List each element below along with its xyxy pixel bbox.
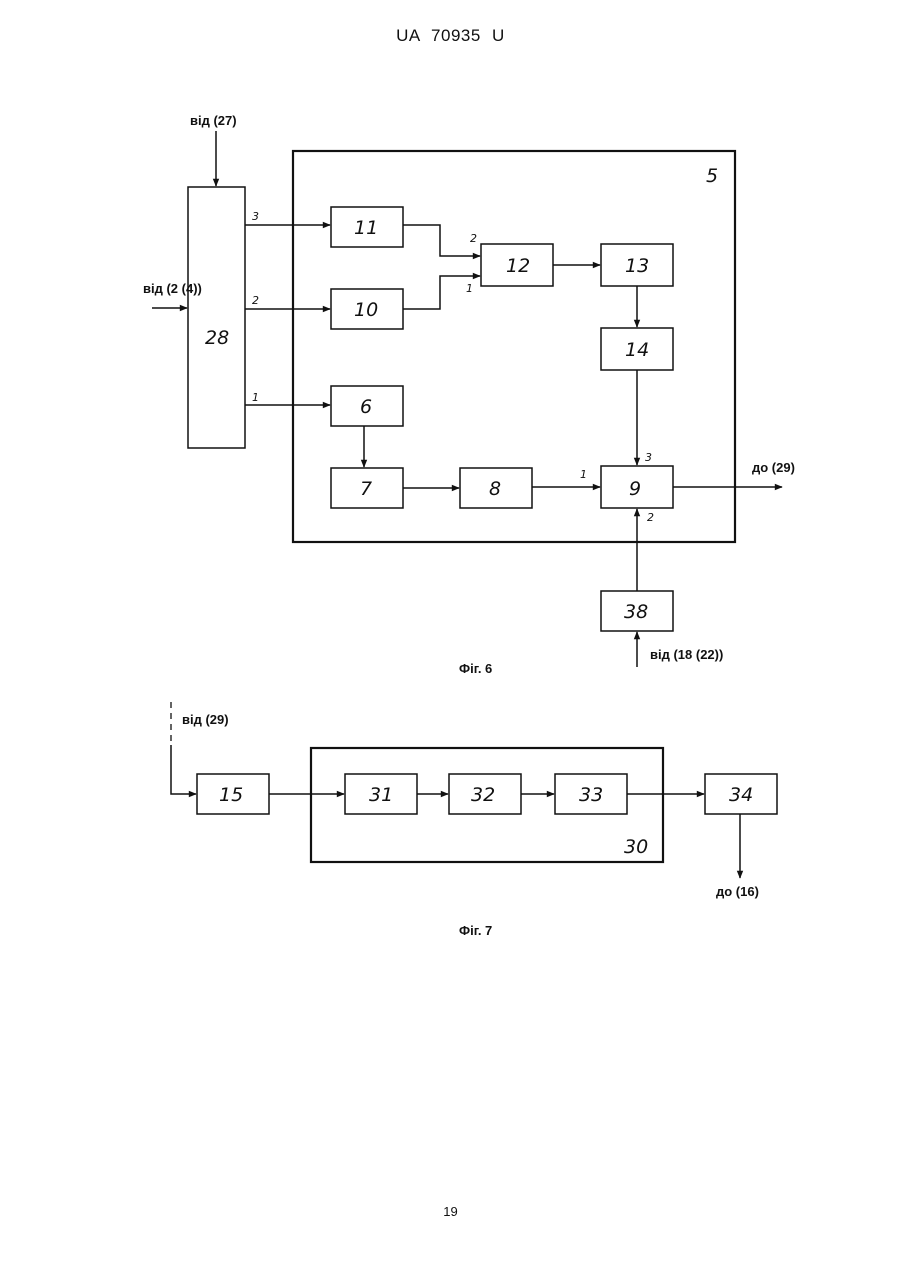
signal-to-29: до (29) <box>752 460 795 475</box>
block-31-label: 31 <box>369 784 393 806</box>
signal-from-2-4: від (2 (4)) <box>143 281 202 296</box>
port-12-1: 1 <box>466 282 473 295</box>
signal-from-18-22: від (18 (22)) <box>650 647 723 662</box>
block-6-label: 6 <box>360 396 372 418</box>
block-11-label: 11 <box>354 217 378 239</box>
figure-7-caption: Фіг. 7 <box>459 923 492 938</box>
figure-7: від (29) 15 30 31 32 33 34 до (16) Фіг. … <box>171 702 777 938</box>
port-28-1: 1 <box>252 391 259 404</box>
port-28-2: 2 <box>252 294 259 307</box>
block-15-label: 15 <box>219 784 243 806</box>
block-32-label: 32 <box>471 784 495 806</box>
block-12-label: 12 <box>506 255 530 277</box>
block-28 <box>188 187 245 448</box>
signal-from-27: від (27) <box>190 113 237 128</box>
port-28-3: 3 <box>252 210 259 223</box>
wire-11-to-12 <box>403 225 480 256</box>
port-9-2: 2 <box>647 511 654 524</box>
page-number: 19 <box>0 1204 901 1219</box>
block-28-label: 28 <box>205 327 229 349</box>
block-5-label: 5 <box>706 165 718 187</box>
port-9-1: 1 <box>580 468 587 481</box>
port-9-3: 3 <box>645 451 652 464</box>
figure-6-caption: Фіг. 6 <box>459 661 492 676</box>
block-38-label: 38 <box>624 601 648 623</box>
block-10-label: 10 <box>354 299 378 321</box>
arrow-from-29 <box>171 745 196 794</box>
block-33-label: 33 <box>579 784 603 806</box>
block-14-label: 14 <box>625 339 649 361</box>
block-30-label: 30 <box>624 836 648 858</box>
block-8-label: 8 <box>489 478 501 500</box>
block-7-label: 7 <box>360 478 372 500</box>
signal-from-29: від (29) <box>182 712 229 727</box>
figure-6: 5 28 від (27) від (2 (4)) 3 2 1 11 10 6 … <box>143 113 795 676</box>
signal-to-16: до (16) <box>716 884 759 899</box>
block-13-label: 13 <box>625 255 649 277</box>
block-34-label: 34 <box>729 784 753 806</box>
port-12-2: 2 <box>470 232 477 245</box>
block-9-label: 9 <box>629 478 641 500</box>
